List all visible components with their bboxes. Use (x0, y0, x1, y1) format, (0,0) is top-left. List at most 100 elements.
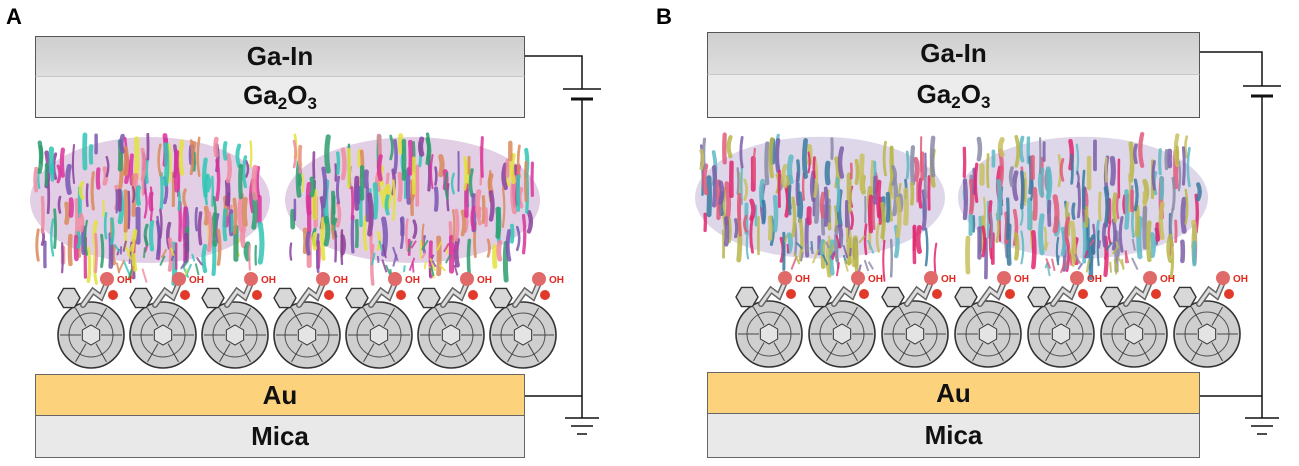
hydroxyl-label: OH (1014, 274, 1029, 285)
hydroxyl-label: OH (1087, 274, 1102, 285)
oxygen-atom (388, 272, 402, 286)
au-label: Au (262, 379, 298, 410)
circuit-wiring (1200, 51, 1281, 435)
mica-layer: Mica (35, 416, 525, 458)
oxygen-atom (100, 272, 114, 286)
ga-in-layer: Ga-In (707, 32, 1200, 74)
fullerene-ligand: OH (735, 271, 810, 368)
fullerene-ligand: OH (201, 272, 276, 369)
ga-in-label: Ga-In (920, 38, 987, 68)
mica-label: Mica (924, 420, 983, 450)
oxygen-atom (252, 290, 262, 300)
circuit-wiring (525, 55, 601, 435)
panel-b: B Ga-In Ga2O3 OH OH OH OH OH OH OH Au Mica (656, 0, 1299, 466)
fullerene-ligand: OH (417, 272, 492, 369)
oxygen-atom (324, 290, 334, 300)
ga-in-layer: Ga-In (35, 36, 525, 76)
oxygen-atom (532, 272, 546, 286)
phenyl-ring (735, 286, 759, 308)
phenyl-ring (881, 286, 905, 308)
oxygen-atom (460, 272, 474, 286)
protein-complexes (695, 131, 1208, 283)
oxygen-atom (1216, 271, 1230, 285)
fullerene-ligand: OH (57, 272, 132, 369)
hydroxyl-label: OH (405, 275, 420, 286)
fullerene-ligand: OH (489, 272, 564, 369)
phenyl-ring (1027, 286, 1051, 308)
hydroxyl-label: OH (941, 274, 956, 285)
phenyl-ring (57, 287, 81, 309)
oxygen-atom (1151, 289, 1161, 299)
ga2o3-label: Ga2O3 (916, 79, 991, 112)
phenyl-ring (808, 286, 832, 308)
fullerene-ligand: OH (273, 272, 348, 369)
fullerene-ligand: OH (954, 271, 1029, 368)
oxygen-atom (786, 289, 796, 299)
fullerene-monolayer: OH OH OH OH OH OH OH (735, 271, 1248, 368)
protein-complex-2 (285, 132, 540, 286)
panel-b-illustration: OH OH OH OH OH OH OH (695, 51, 1281, 435)
panel-a-illustration: OH OH OH OH OH OH OH (30, 55, 601, 435)
fullerene-ligand: OH (1100, 271, 1175, 368)
oxygen-atom (1143, 271, 1157, 285)
oxygen-atom (1005, 289, 1015, 299)
hydroxyl-label: OH (189, 275, 204, 286)
hydroxyl-label: OH (868, 274, 883, 285)
hydroxyl-label: OH (477, 275, 492, 286)
oxygen-atom (396, 290, 406, 300)
oxygen-atom (468, 290, 478, 300)
hydroxyl-label: OH (795, 274, 810, 285)
panel-letter: A (6, 4, 22, 29)
panel-letter: B (656, 4, 672, 29)
oxygen-atom (924, 271, 938, 285)
ga2o3-layer: Ga2O3 (707, 74, 1200, 118)
oxygen-atom (108, 290, 118, 300)
oxygen-atom (859, 289, 869, 299)
phenyl-ring (954, 286, 978, 308)
protein-complex-1 (30, 132, 270, 286)
phenyl-ring (345, 287, 369, 309)
phenyl-ring (417, 287, 441, 309)
oxygen-atom (851, 271, 865, 285)
protein-complexes (30, 132, 540, 286)
hydroxyl-label: OH (261, 275, 276, 286)
oxygen-atom (997, 271, 1011, 285)
oxygen-atom (180, 290, 190, 300)
fullerene-ligand: OH (808, 271, 883, 368)
fullerene-monolayer: OH OH OH OH OH OH OH (57, 272, 564, 369)
fullerene-ligand: OH (129, 272, 204, 369)
hydroxyl-label: OH (1160, 274, 1175, 285)
oxygen-atom (172, 272, 186, 286)
fullerene-ligand: OH (1027, 271, 1102, 368)
panel-a: A Ga-In Ga2O3 OH OH OH OH OH OH OH Au Mica (0, 0, 640, 466)
ga-in-label: Ga-In (246, 41, 314, 71)
phenyl-ring (1173, 286, 1197, 308)
fullerene-ligand: OH (1173, 271, 1248, 368)
oxygen-atom (540, 290, 550, 300)
ga2o3-label: Ga2O3 (243, 80, 317, 113)
hydroxyl-label: OH (117, 275, 132, 286)
ga2o3-layer: Ga2O3 (35, 76, 525, 118)
fullerene-ligand: OH (881, 271, 956, 368)
phenyl-ring (129, 287, 153, 309)
oxygen-atom (1070, 271, 1084, 285)
oxygen-atom (316, 272, 330, 286)
au-label: Au (936, 377, 971, 408)
protein-complex-2 (958, 131, 1208, 281)
oxygen-atom (932, 289, 942, 299)
au-layer: Au (707, 372, 1200, 414)
oxygen-atom (244, 272, 258, 286)
phenyl-ring (1100, 286, 1124, 308)
oxygen-atom (1078, 289, 1088, 299)
au-layer: Au (35, 374, 525, 416)
hydroxyl-label: OH (549, 275, 564, 286)
hydroxyl-label: OH (1233, 274, 1248, 285)
protein-complex-1 (695, 132, 945, 283)
mica-label: Mica (251, 421, 309, 451)
phenyl-ring (489, 287, 513, 309)
mica-layer: Mica (707, 414, 1200, 458)
phenyl-ring (201, 287, 225, 309)
hydroxyl-label: OH (333, 275, 348, 286)
oxygen-atom (778, 271, 792, 285)
fullerene-ligand: OH (345, 272, 420, 369)
